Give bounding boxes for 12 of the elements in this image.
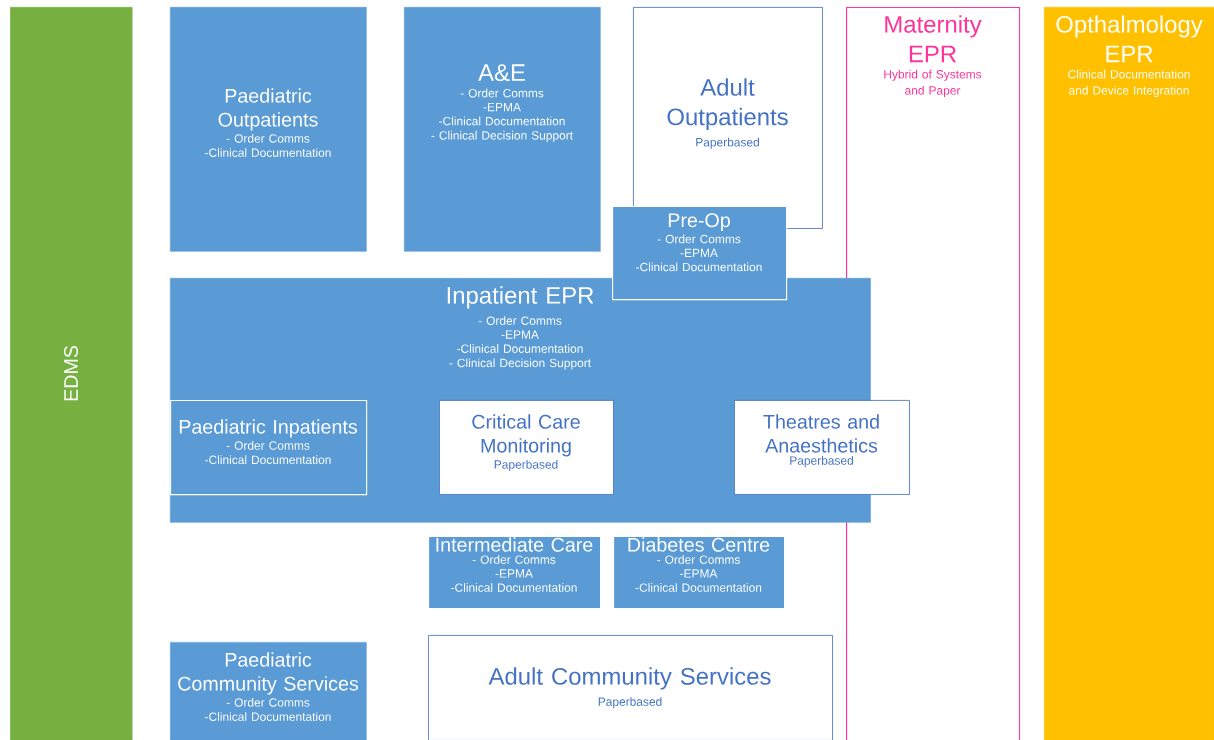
system-box: Diabetes Centre - Order Comms -EPMA -Clinical Documentation [613,536,786,610]
system-panel: Opthalmology EPR Clinical Documentation and Device Integration [1044,7,1214,740]
system-box: Theatres and Anaesthetics Paperbased [734,400,910,495]
system-box: A&E - Order Comms -EPMA -Clinical Documentation - Clinical Decision Support [404,7,601,252]
system-box: Critical Care Monitoring Paperbased [439,400,614,495]
system-box: Pre-Op - Order Comms -EPMA -Clinical Documentation [612,206,788,301]
system-box: Intermediate Care - Order Comms -EPMA -Clinical Documentation [428,536,602,610]
system-box: Paediatric Community Services - Order Comms -Clinical Documentation [170,642,367,740]
system-band: EDMS [10,7,133,740]
system-box: Adult Community Services Paperbased [428,635,833,740]
system-box: Paediatric Inpatients - Order Comms -Clinical Documentation [170,400,368,496]
system-box: Paediatric Outpatients - Order Comms -Clinical Documentation [170,7,367,252]
